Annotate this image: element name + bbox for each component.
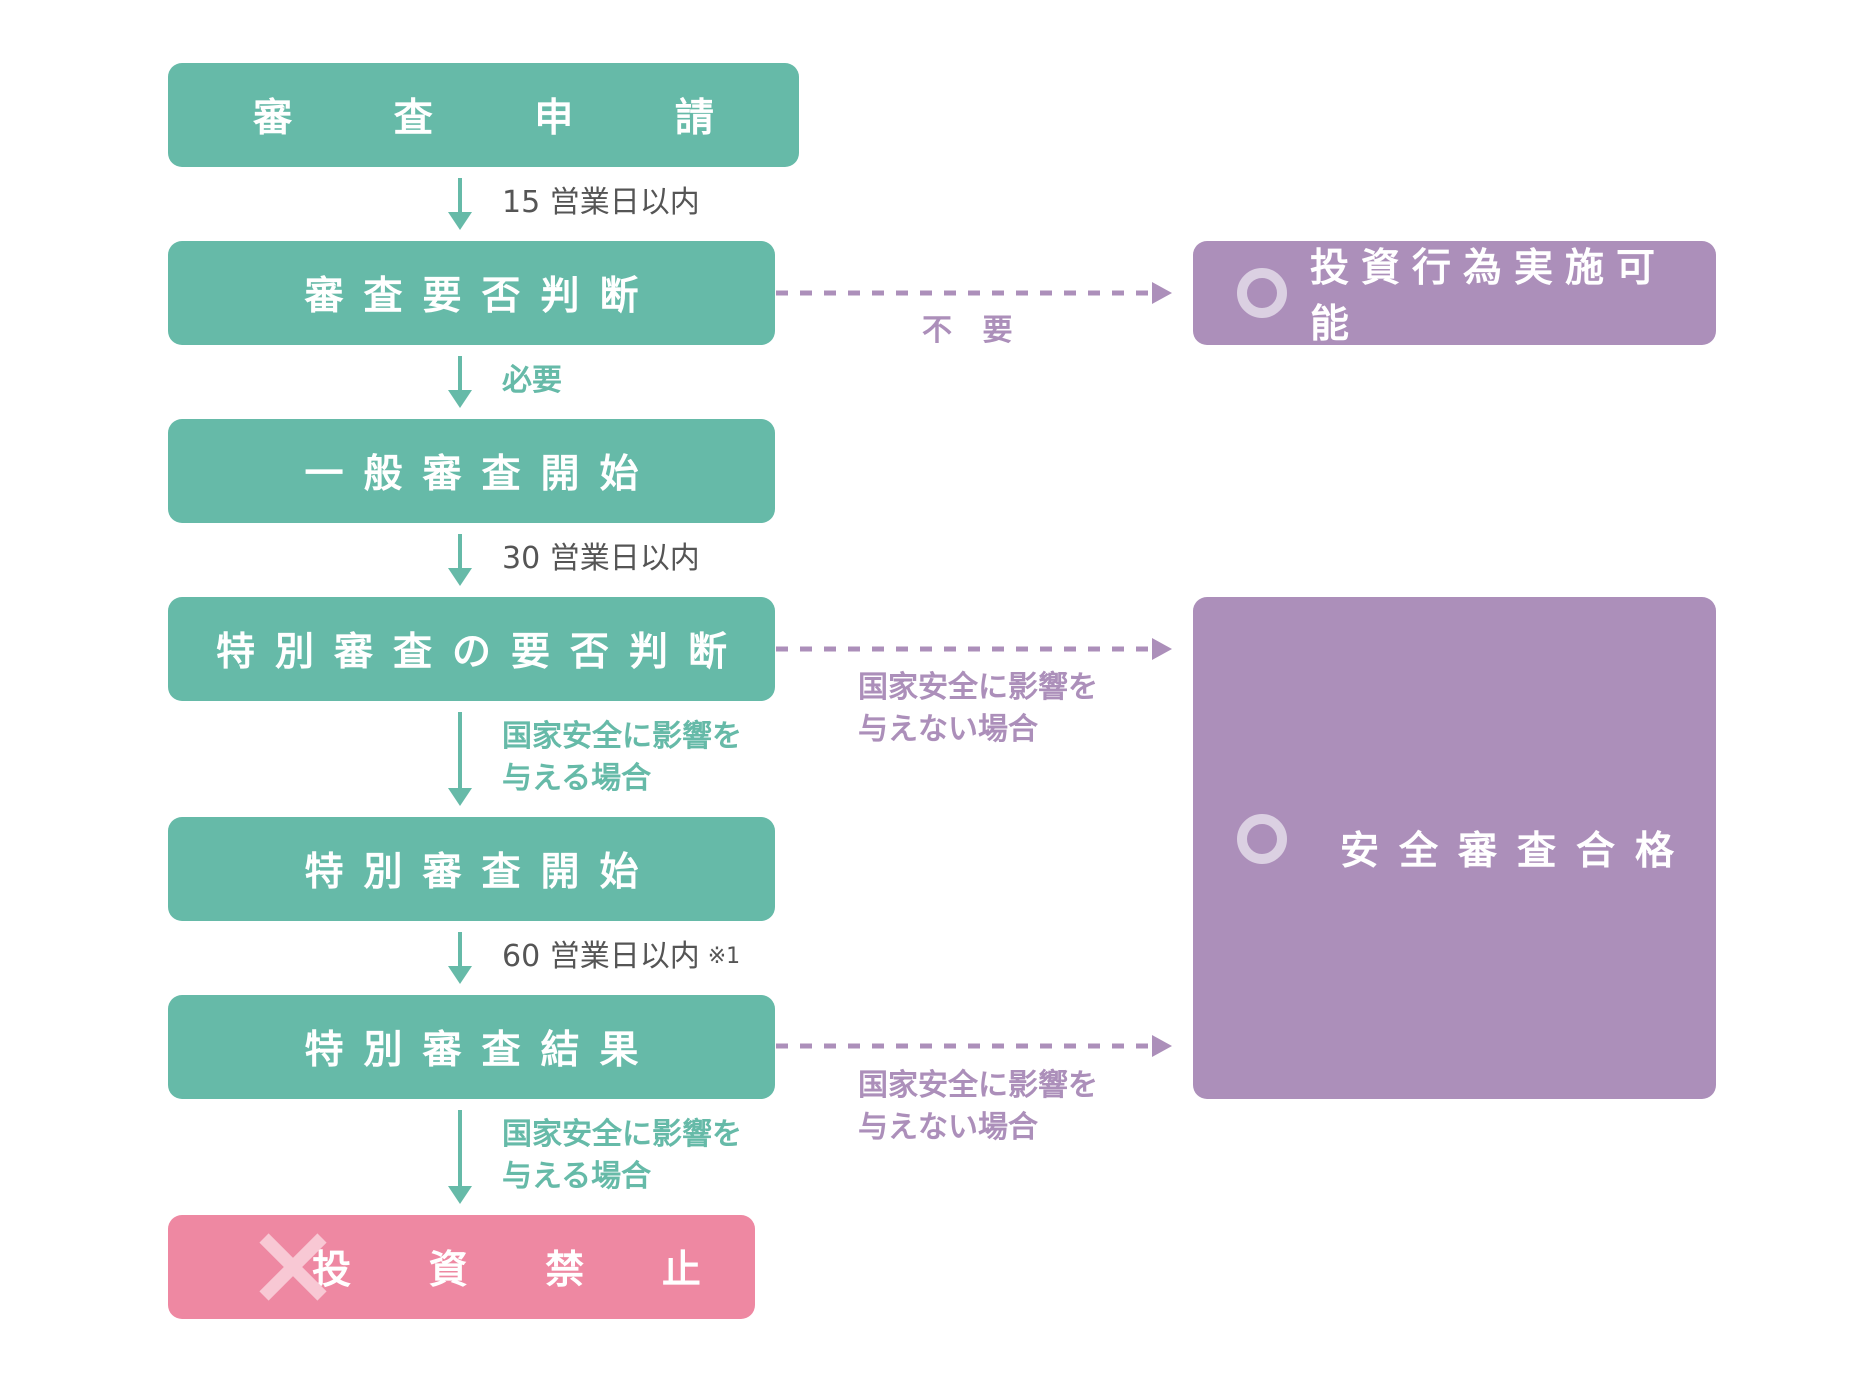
- label-15-days: 15 営業日以内: [502, 185, 700, 220]
- label-not-required: 不 要: [922, 313, 1023, 348]
- step-special-review: 特別審査開始: [168, 817, 775, 921]
- label-no-affect-1-line2: 与えない場合: [858, 712, 1038, 747]
- step-application-label: 審 査 申 請: [253, 96, 758, 141]
- circle-ring-icon: [1237, 268, 1287, 318]
- outcome-investment-ok: 投資行為実施可能: [1193, 241, 1716, 347]
- cross-icon: [259, 1233, 327, 1301]
- step-screening-decision: 審査要否判断: [168, 241, 775, 345]
- label-affects-2-line2: 与える場合: [502, 1159, 652, 1194]
- arrow-head-30days: [448, 568, 472, 586]
- step-special-decision: 特別審査の要否判断: [168, 597, 775, 701]
- label-affects-2-line1: 国家安全に影響を: [502, 1117, 742, 1152]
- step-application: 審 査 申 請: [168, 63, 799, 167]
- label-30-days: 30 営業日以内: [502, 541, 700, 576]
- step-screening-decision-label: 審査要否判断: [304, 274, 659, 319]
- step-general-review-label: 一般審査開始: [304, 452, 659, 497]
- label-affects-1-line2: 与える場合: [502, 761, 652, 796]
- dash-head-no-affect-2: [1152, 1035, 1172, 1057]
- arrow-head-60days: [448, 966, 472, 984]
- arrow-head-affects-1: [448, 788, 472, 806]
- arrow-head-affects-2: [448, 1186, 472, 1204]
- step-special-review-label: 特別審査開始: [304, 850, 659, 895]
- label-60-days: 60 営業日以内 ※1: [502, 936, 740, 978]
- outcome-passed-label: 安全審査合格: [1339, 829, 1694, 874]
- arrow-head-15days: [448, 212, 472, 230]
- step-general-review: 一般審査開始: [168, 419, 775, 523]
- label-60-days-text: 60 営業日以内: [502, 939, 700, 974]
- dash-head-no-affect-1: [1152, 638, 1172, 660]
- step-prohibition: 投 資 禁 止: [168, 1215, 755, 1319]
- dashed-arrows: [776, 282, 1172, 1057]
- down-arrows: [448, 178, 472, 1204]
- dash-head-not-required: [1152, 282, 1172, 304]
- label-affects-1-line1: 国家安全に影響を: [502, 719, 742, 754]
- outcome-investment-ok-label: 投資行為実施可能: [1310, 246, 1668, 347]
- outcome-passed: 安全審査合格: [1193, 597, 1716, 1099]
- label-no-affect-2-line2: 与えない場合: [858, 1110, 1038, 1145]
- arrow-head-required: [448, 390, 472, 408]
- step-special-result: 特別審査結果: [168, 995, 775, 1099]
- label-required: 必要: [502, 363, 562, 398]
- step-special-decision-label: 特別審査の要否判断: [215, 630, 747, 675]
- note-mark: ※1: [707, 944, 741, 969]
- label-no-affect-1-line1: 国家安全に影響を: [858, 670, 1098, 705]
- circle-ring-icon: [1237, 814, 1287, 864]
- step-prohibition-label: 投 資 禁 止: [312, 1248, 733, 1293]
- step-special-result-label: 特別審査結果: [304, 1028, 659, 1073]
- label-no-affect-2-line1: 国家安全に影響を: [858, 1068, 1098, 1103]
